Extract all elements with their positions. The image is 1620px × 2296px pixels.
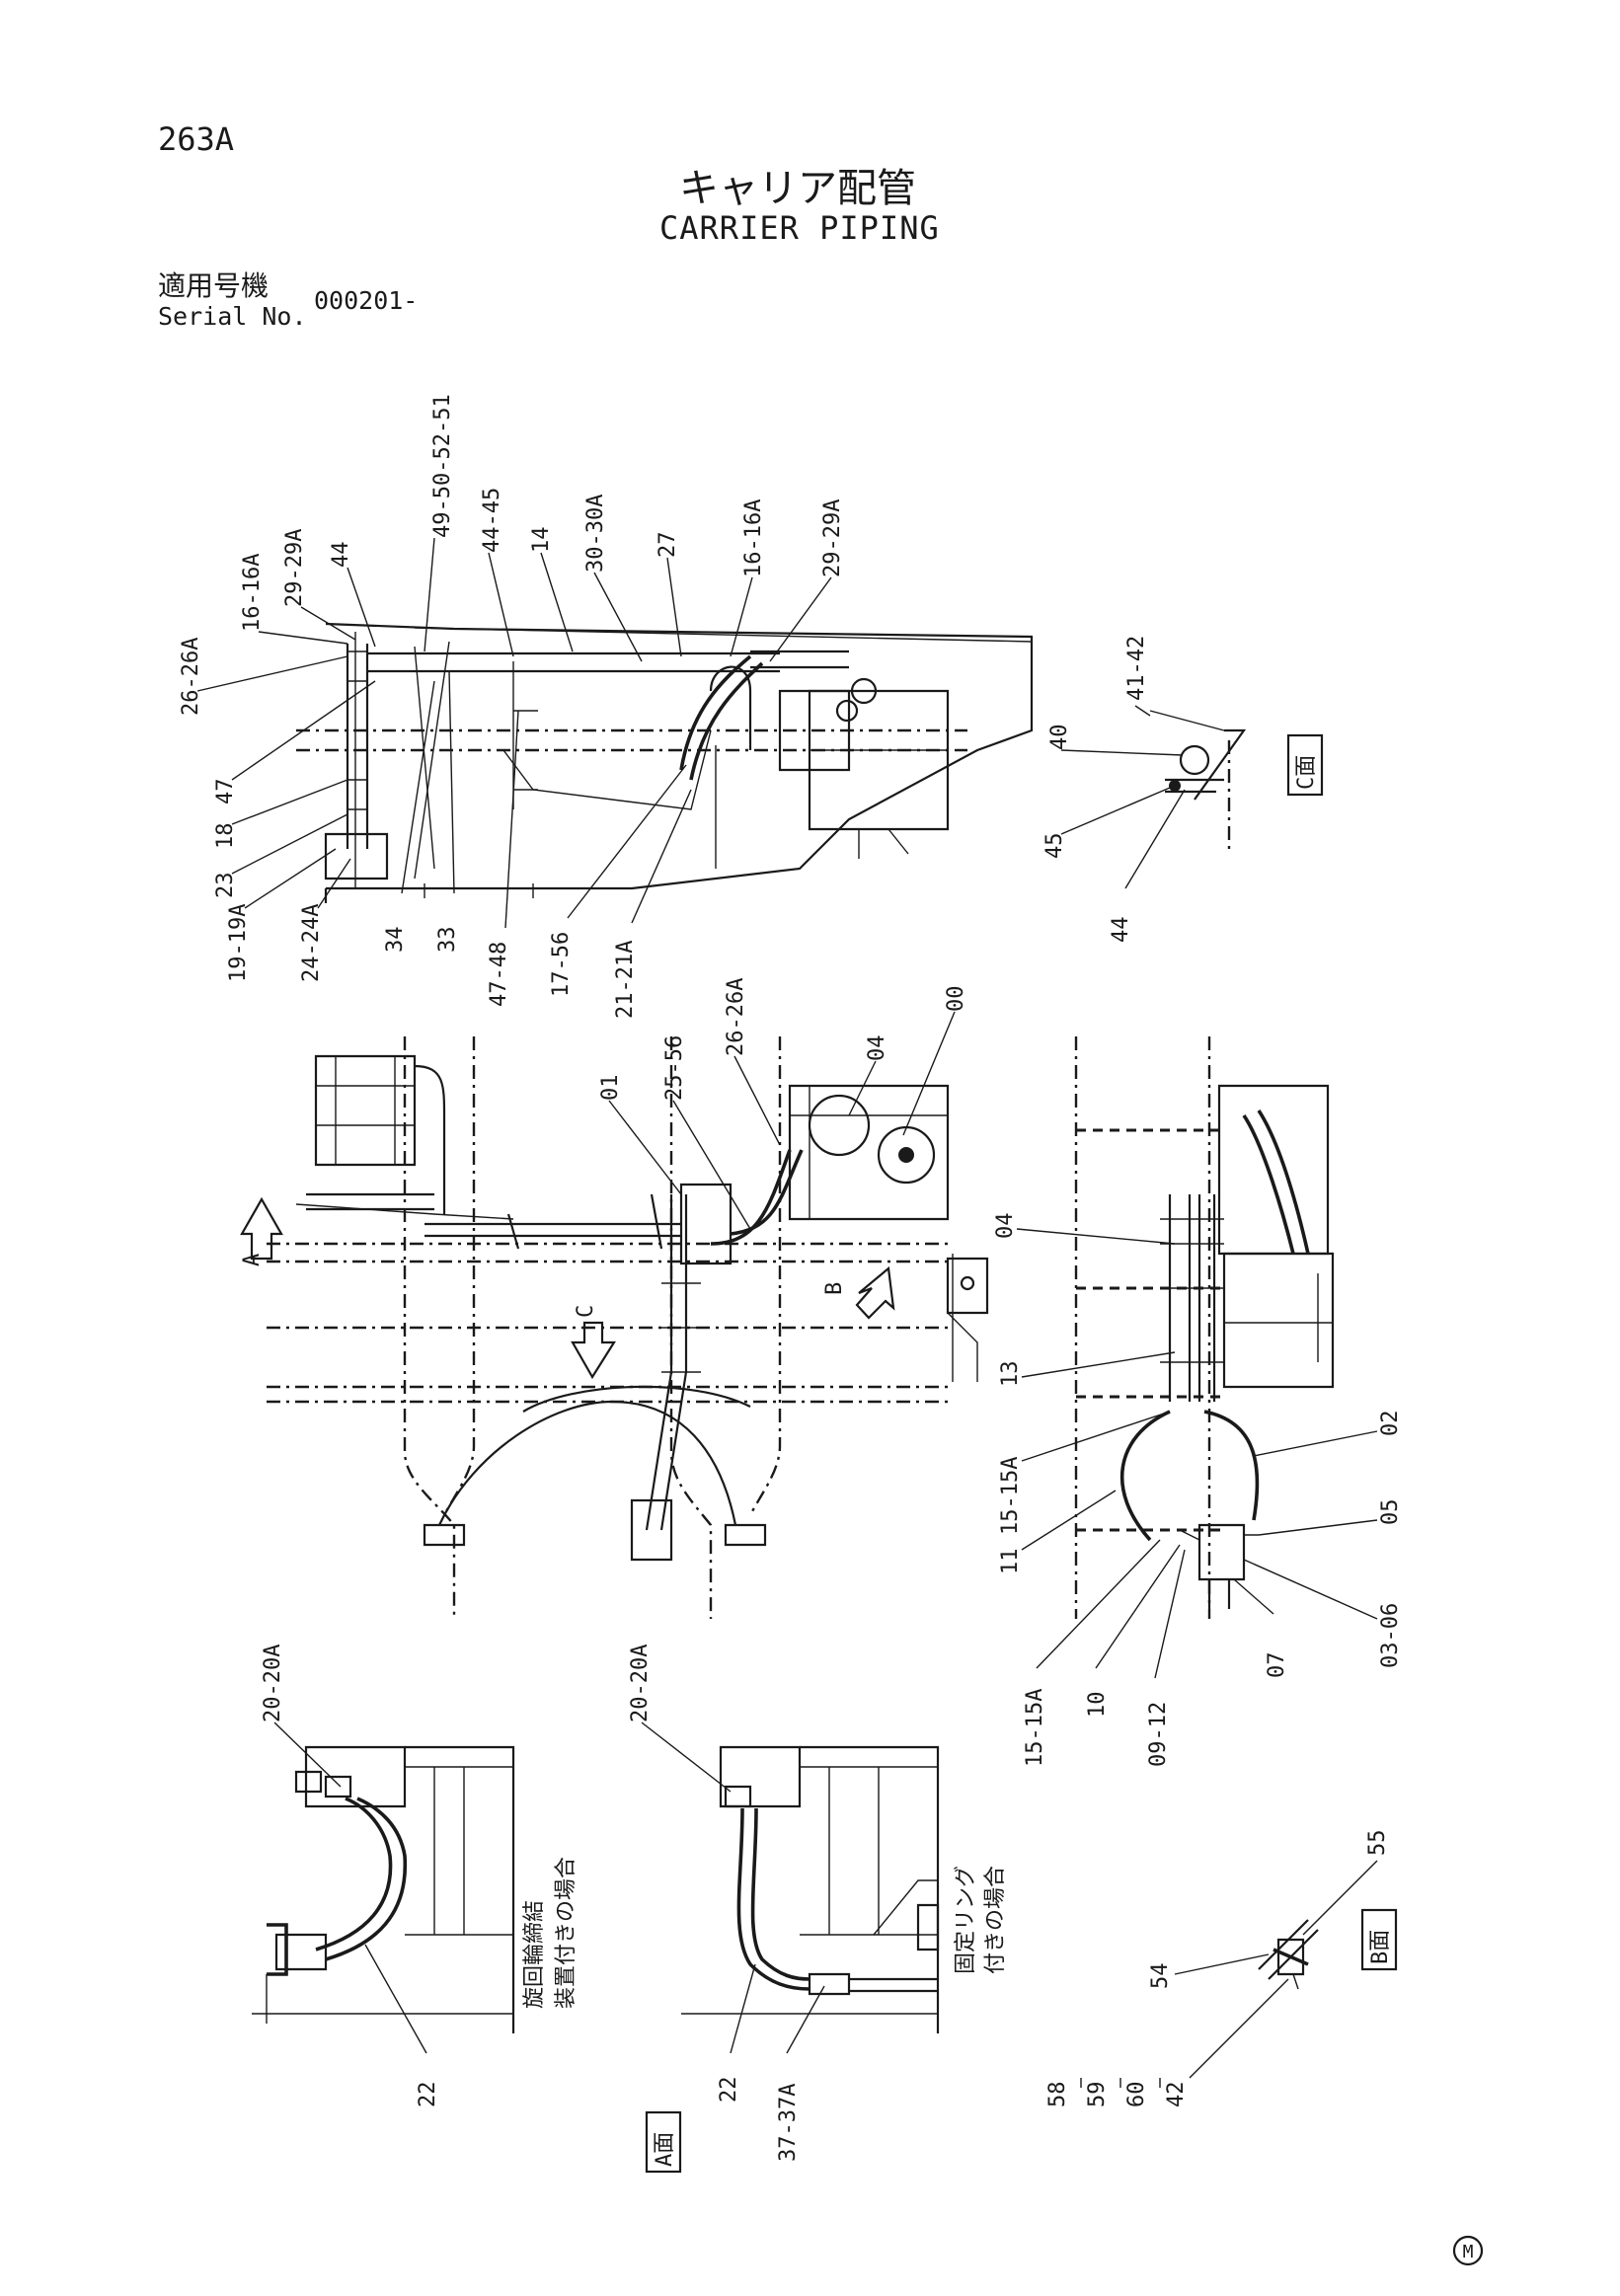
callout-23: 23 [213,873,238,899]
callout-13: 13 [998,1361,1023,1388]
top-view-leaders [196,537,832,929]
arrow-b-icon [855,1265,895,1320]
callout-15-15A-a: 15-15A [998,1457,1023,1535]
arrow-a-label: A [240,1254,265,1266]
callout-29-29A-a: 29-29A [282,529,307,607]
callout-44-45-a: 44-45 [480,488,504,553]
callout-04-center: 04 [865,1035,889,1062]
callout-19-19A: 19-19A [226,904,251,982]
callout-54: 54 [1148,1963,1173,1990]
callout-24-24A: 24-24A [299,904,324,982]
arrow-a-icon [240,1196,283,1261]
view-b-drawing [1258,1919,1319,1990]
note2-line1: 固定リング [954,1866,978,1974]
title-en: CARRIER PIPING [659,209,940,247]
callout-01: 01 [598,1075,623,1102]
callout-45-c: 45 [1042,833,1067,860]
callout-37-37A: 37-37A [776,2084,801,2162]
page-code: 263A [158,120,235,158]
view-a-label-box [645,2110,682,2174]
note1-line2: 装置付きの場合 [554,1857,579,2009]
callout-29-29A-b: 29-29A [820,499,845,577]
callout-49-50-52-51: 49-50-52-51 [430,394,455,538]
callout-55: 55 [1365,1830,1390,1857]
callout-00: 00 [944,986,968,1013]
view-b-callouts: 55 54 58 59 60 42 B面 [1045,1830,1398,2108]
view-c-label: C面 [1294,755,1319,790]
view-a1-callouts: 20-20A 22 旋回輪締結 装置付きの場合 [261,1645,579,2107]
callout-16-16A-a: 16-16A [240,554,265,632]
view-a-label: A面 [653,2132,677,2167]
arrow-b-label: B [822,1282,847,1295]
center-view-drawing [267,1036,989,1619]
callout-26-26A-center: 26-26A [724,978,748,1056]
callout-47-a: 47 [213,779,238,805]
callout-07: 07 [1265,1652,1289,1679]
callout-02: 02 [1378,1411,1403,1437]
callout-20-20A-a1: 20-20A [261,1645,285,1722]
callout-03-06: 03-06 [1378,1603,1403,1668]
callout-60: 60 [1124,2082,1149,2108]
callout-25-56: 25-56 [662,1035,687,1101]
callout-47-48: 47-48 [487,942,511,1007]
callout-17-56: 17-56 [549,932,574,997]
view-a1-drawing [252,1745,515,2033]
serial-value: 000201- [314,286,419,315]
top-view-callouts: 16-16A 29-29A 44 49-50-52-51 44-45 14 30… [179,394,845,1019]
note1-line1: 旋回輪締結 [522,1900,547,2009]
serial-label-en: Serial No. [158,302,307,331]
view-a2-callouts: 20-20A 22 37-37A 固定リング 付きの場合 A面 [628,1645,1008,2174]
callout-22-a2: 22 [717,2077,741,2104]
center-view-arrows: A B C [240,1196,895,1380]
callout-09-12: 09-12 [1146,1702,1171,1767]
serial-label-jp: 適用号機 [158,269,270,302]
callout-58: 58 [1045,2082,1070,2108]
footer-mark-letter: M [1463,2242,1474,2262]
callout-18: 18 [213,823,238,850]
callout-05: 05 [1378,1499,1403,1526]
callout-30-30A: 30-30A [583,495,608,573]
callout-44-a: 44 [329,542,353,569]
callout-40: 40 [1047,725,1072,751]
arrow-c-icon [571,1321,616,1380]
callout-21-21A: 21-21A [613,941,638,1019]
callout-26-26A-a: 26-26A [179,638,203,716]
callout-27: 27 [656,532,680,559]
view-b-label-box [1360,1908,1398,1971]
callout-10: 10 [1085,1692,1110,1719]
view-c-drawing [1149,710,1247,849]
callout-42-b: 42 [1164,2082,1189,2108]
right-view-callouts: 04 13 02 05 15-15A 11 03-06 07 09-12 10 … [993,1213,1403,1768]
title-jp: キャリア配管 [679,166,916,211]
callout-41-42: 41-42 [1124,636,1149,701]
callout-14: 14 [529,527,554,554]
callout-04-right: 04 [993,1213,1018,1240]
callout-34: 34 [383,927,408,954]
callout-44-c: 44 [1109,917,1133,944]
arrow-c-label: C [574,1305,598,1318]
callout-22-a1: 22 [416,2082,440,2108]
view-c-label-box [1286,733,1324,797]
right-view-drawing [1074,1036,1335,1619]
callout-20-20A-a2: 20-20A [628,1645,653,1722]
footer-mark: M [1452,2235,1484,2266]
callout-33: 33 [435,927,460,954]
center-view-callouts: 26-26A 04 00 01 25-56 [598,978,968,1230]
view-a2-drawing [681,1745,940,2033]
callout-16-16A-b: 16-16A [741,499,766,577]
note2-line2: 付きの場合 [983,1866,1008,1974]
callout-11: 11 [998,1549,1023,1575]
view-b-label: B面 [1368,1930,1393,1964]
view-c-callouts: 41-42 40 45 44 C面 [1042,636,1324,944]
callout-59: 59 [1085,2082,1110,2108]
callout-15-15A-b: 15-15A [1023,1689,1047,1767]
